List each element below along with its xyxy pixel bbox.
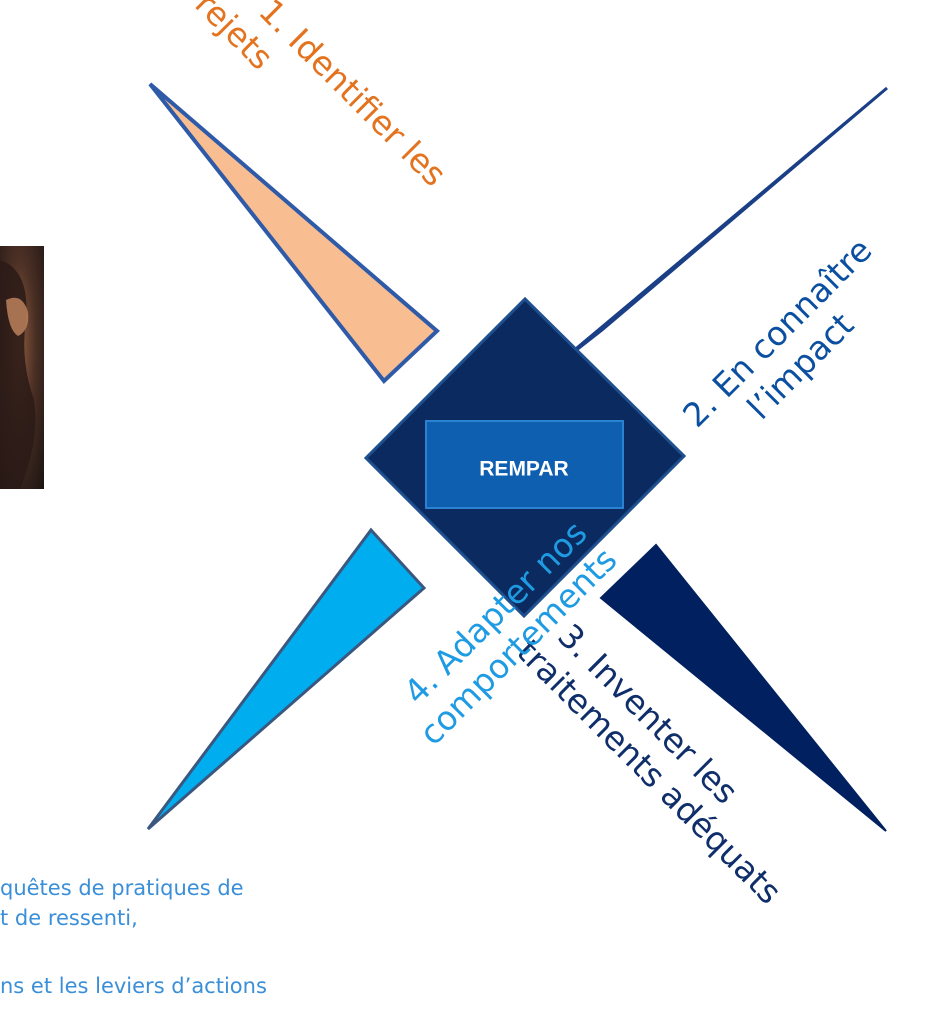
step-2-label: 2. En connaître l’impact xyxy=(675,223,915,463)
step-1-label-line1: 1. Identifier les xyxy=(251,0,454,194)
step-4-triangle xyxy=(146,527,427,831)
footer-text-line-3: ns et les leviers d’actions xyxy=(0,974,267,998)
center-label: REMPAR xyxy=(479,458,568,481)
step-1-triangle xyxy=(148,82,440,384)
center-box[interactable] xyxy=(425,420,624,509)
footer-text-line-2: t de ressenti, xyxy=(0,906,138,930)
step-3-triangle xyxy=(599,543,887,832)
footer-text-line-1: quêtes de pratiques de xyxy=(0,876,244,900)
portrait-photo xyxy=(0,246,44,489)
step-1-label: 1. Identifier les rejets xyxy=(188,0,462,230)
